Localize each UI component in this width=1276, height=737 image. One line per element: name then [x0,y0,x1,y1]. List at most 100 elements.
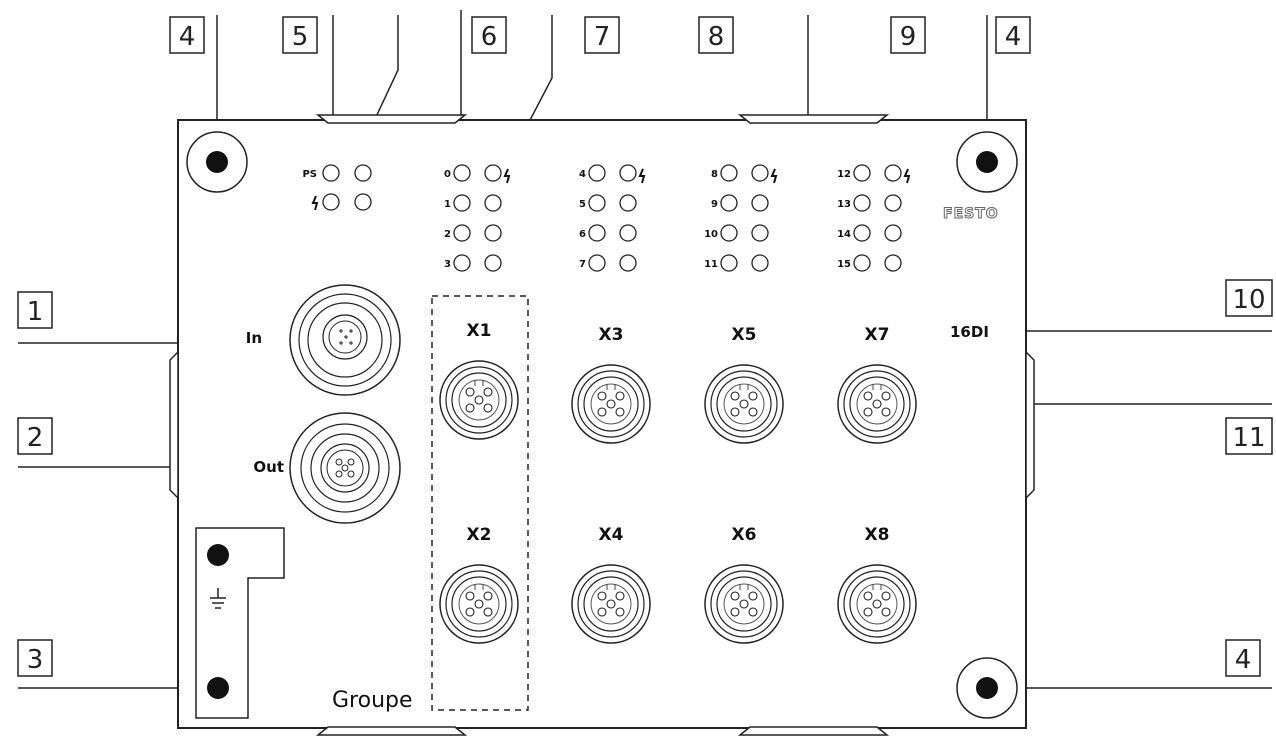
led-indicator [619,254,637,272]
callout-1: 1 [27,297,44,327]
led-indicator [484,194,502,212]
led-label: 15 [837,259,851,270]
led-indicator [322,164,340,182]
connector-x3: X3 [571,325,651,444]
led-indicator [453,164,471,182]
led-label: 13 [837,199,851,210]
led-label: 8 [711,169,718,180]
callout-9: 9 [900,22,917,52]
led-group-power: PS [302,164,372,211]
led-label-ps: PS [302,169,317,180]
lightning-icon [503,168,511,184]
connector-pin [872,399,882,409]
led-indicator [853,224,871,242]
connector-pin [739,599,749,609]
callout-7: 7 [594,22,611,52]
callout-5: 5 [292,22,309,52]
connector-pin [483,591,493,601]
led-label: 3 [444,259,451,270]
connector-pin [474,599,484,609]
callout-8: 8 [708,22,725,52]
module-type-label: 16DI [950,323,989,341]
led-label: 4 [579,169,586,180]
connector-pin [730,591,740,601]
connector-x6: X6 [704,525,784,644]
connector-pin [465,403,475,413]
mounting-hole-top-right [956,131,1018,193]
connector-pin [863,391,873,401]
connector-label: X7 [865,325,890,345]
callout-2: 2 [27,423,44,453]
led-indicator [354,164,372,182]
led-label: 7 [579,259,586,270]
led-indicator [453,254,471,272]
lightning-icon [770,168,778,184]
connector-pin [881,391,891,401]
connector-pin [483,387,493,397]
connector-label: X4 [599,525,624,545]
connector-pin [483,607,493,617]
mounting-holes [186,131,1018,719]
connector-x2: X2 [439,525,519,644]
mounting-hole-bottom-right [956,657,1018,719]
connector-label: X6 [732,525,757,545]
led-label: 9 [711,199,718,210]
led-indicator [853,254,871,272]
connector-label: X2 [467,525,492,545]
connector-pin [465,387,475,397]
port-out-label: Out [253,458,284,476]
ground-symbol-icon [210,588,226,609]
led-indicator [720,164,738,182]
led-label: 10 [704,229,718,240]
led-group-group3: 8 9 10 11 [704,164,778,272]
connector-pin [483,403,493,413]
connector-pin [465,591,475,601]
connector-pin [474,395,484,405]
connector-pin [748,407,758,417]
connector-pin [597,591,607,601]
connector-label: X5 [732,325,757,345]
callout-3: 3 [27,645,44,675]
connector-pin [881,407,891,417]
lightning-icon [903,168,911,184]
connector-x7: X7 [837,325,917,444]
connector-label: X8 [865,525,890,545]
connector-pin [881,607,891,617]
led-indicator [884,224,902,242]
led-label: 14 [837,229,851,240]
connector-pin [748,607,758,617]
led-label: 6 [579,229,586,240]
led-indicator [884,194,902,212]
callout-10: 10 [1232,285,1265,315]
led-indicator [720,194,738,212]
led-indicator [853,164,871,182]
led-indicator [484,224,502,242]
led-indicator [354,193,372,211]
lightning-icon [638,168,646,184]
connector-pin [730,391,740,401]
connector-pin [739,399,749,409]
led-indicator [619,194,637,212]
connector-pin [863,607,873,617]
connector-pin [615,591,625,601]
lightning-icon [311,195,319,211]
led-label: 11 [704,259,718,270]
connector-pin [606,599,616,609]
connector-pin [863,591,873,601]
port-in-label: In [246,329,262,347]
led-indicator [453,194,471,212]
connector-pin [730,607,740,617]
led-indicator [322,193,340,211]
port-out: Out [253,412,401,524]
led-label: 0 [444,169,451,180]
mounting-hole-top-left [186,131,248,193]
connector-pin [748,591,758,601]
led-indicator [751,254,769,272]
brand-logo: FESTO [943,206,999,222]
led-indicator [751,224,769,242]
port-in: In [246,284,401,396]
connector-pin [881,591,891,601]
connector-pin [872,599,882,609]
connector-pin [615,607,625,617]
